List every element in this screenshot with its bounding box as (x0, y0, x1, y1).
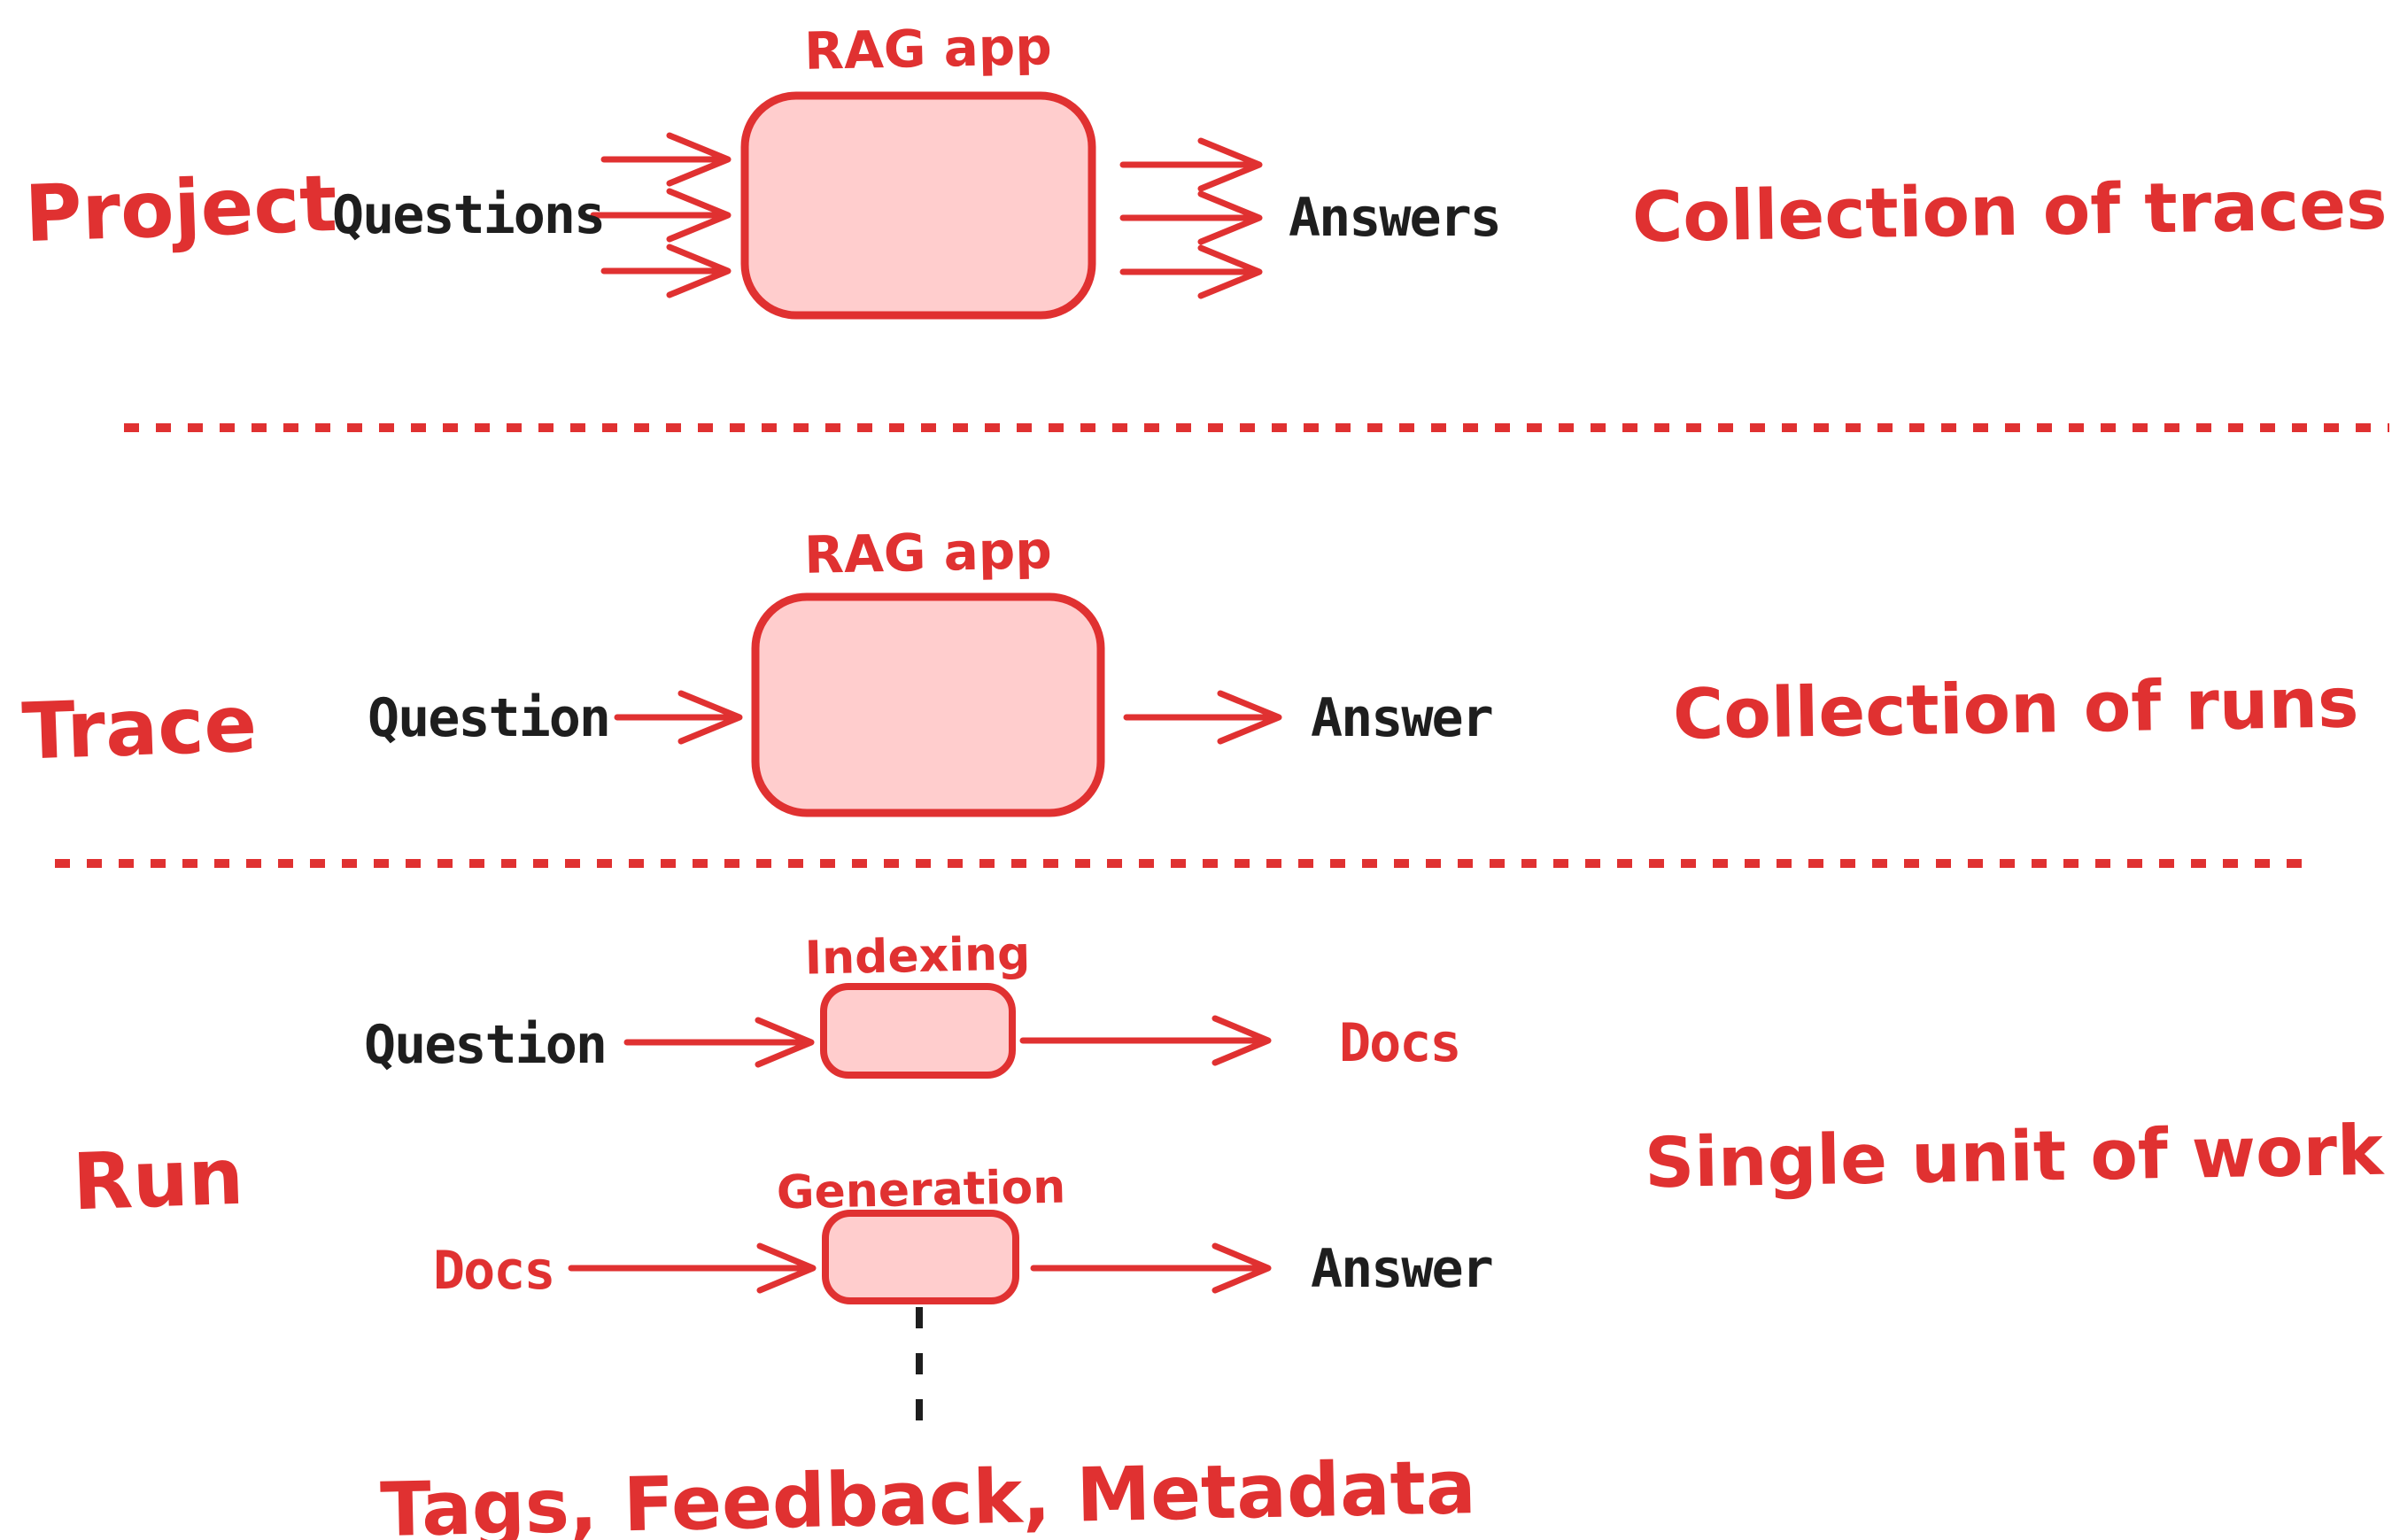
generation-box (822, 1210, 1019, 1304)
trace-output-arrow (1123, 690, 1282, 745)
generation-input-arrow (568, 1242, 817, 1294)
run-generation-input-label: Docs (433, 1240, 555, 1302)
arrow-head (1217, 690, 1282, 745)
project-output-arrows (1119, 137, 1263, 299)
arrow-head (1197, 190, 1263, 245)
run-generation-output-label: Answer (1311, 1238, 1494, 1300)
generation-box-title: Generation (776, 1160, 1066, 1220)
rag-app-box-title-trace: RAG app (803, 520, 1053, 585)
indexing-box-title: Indexing (804, 927, 1031, 986)
trace-input-arrow (614, 690, 743, 745)
arrow-head (666, 188, 732, 243)
arrow-head (1197, 137, 1263, 192)
arrow-head (1211, 1015, 1272, 1066)
rag-app-box-title-project: RAG app (803, 16, 1053, 81)
rag-app-box-project (740, 91, 1096, 320)
run-section-label: Run (71, 1130, 245, 1228)
arrow-head (1197, 244, 1263, 299)
arrow-head (677, 690, 743, 745)
generation-output-arrow (1030, 1242, 1272, 1294)
run-indexing-output-label: Docs (1339, 1012, 1461, 1074)
arrow-head (755, 1017, 815, 1068)
arrow-head (666, 244, 732, 298)
project-annotation: Collection of traces (1630, 165, 2388, 259)
arrow-head (666, 132, 732, 187)
run-footnote: Tags, Feedback, Metadata (379, 1443, 1477, 1540)
arrow-head (1211, 1242, 1272, 1294)
project-input-label: Questions (332, 184, 606, 246)
indexing-input-arrow (623, 1017, 815, 1068)
trace-output-label: Answer (1311, 687, 1494, 749)
trace-input-label: Question (368, 687, 611, 749)
rag-app-box-trace (751, 592, 1105, 817)
run-annotation: Single unit of work (1644, 1111, 2384, 1204)
trace-section-label: Trace (20, 677, 259, 778)
run-indexing-input-label: Question (364, 1014, 608, 1076)
arrow-head (756, 1242, 817, 1294)
project-input-arrows (590, 132, 732, 298)
trace-annotation: Collection of runs (1671, 663, 2359, 755)
project-output-label: Answers (1289, 187, 1502, 249)
indexing-box (820, 983, 1016, 1079)
indexing-output-arrow (1019, 1015, 1272, 1066)
project-section-label: Project (23, 157, 339, 260)
